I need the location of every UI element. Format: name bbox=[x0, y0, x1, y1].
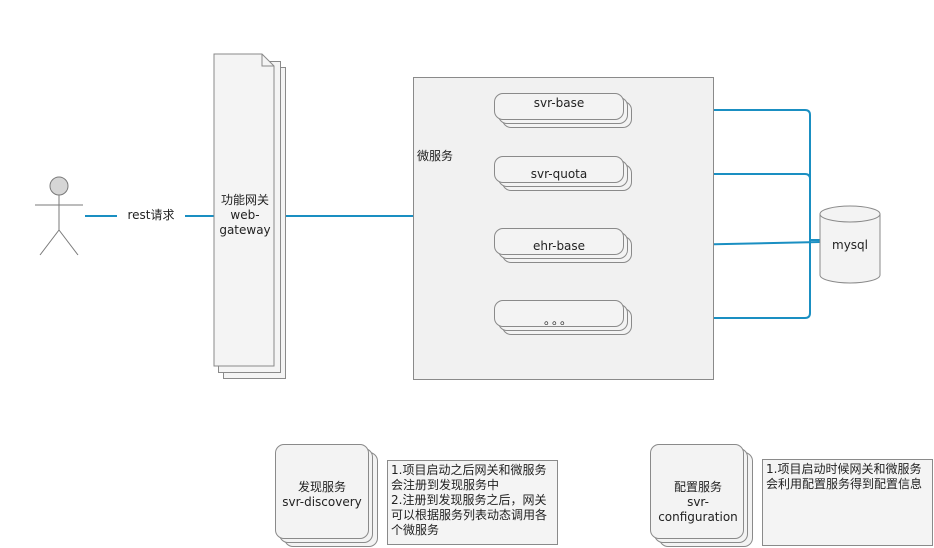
svr-quota-to-mysql bbox=[630, 173, 811, 240]
gateway-label-line1: 功能网关 bbox=[220, 193, 269, 207]
service-label: ehr-base bbox=[494, 228, 624, 255]
gateway-label-line2: web- bbox=[230, 208, 260, 222]
discovery-label-line1: 发现服务 bbox=[297, 480, 346, 494]
configuration-label-line2: svr-configuration bbox=[658, 495, 738, 524]
rest-request-label: rest请求 bbox=[117, 208, 185, 223]
service-label: 。。。 bbox=[494, 300, 624, 327]
gateway-label-line3: gateway bbox=[219, 223, 271, 237]
configuration-label-line1: 配置服务 bbox=[673, 480, 722, 494]
discovery-label-line2: svr-discovery bbox=[282, 495, 362, 509]
configuration-note: 1.项目启动时候网关和微服务会利用配置服务得到配置信息 bbox=[762, 459, 933, 546]
ellipsis-to-mysql bbox=[630, 240, 811, 319]
service-label: svr-quota bbox=[494, 156, 624, 183]
mysql-label: mysql bbox=[832, 238, 868, 252]
discovery-note: 1.项目启动之后网关和微服务会注册到发现服务中 2.注册到发现服务之后，网关可以… bbox=[387, 460, 558, 545]
microservice-panel-title: 微服务 bbox=[417, 149, 454, 163]
actor-icon bbox=[35, 176, 83, 256]
service-label: svr-base bbox=[494, 93, 624, 120]
svr-base-to-mysql bbox=[630, 109, 820, 241]
